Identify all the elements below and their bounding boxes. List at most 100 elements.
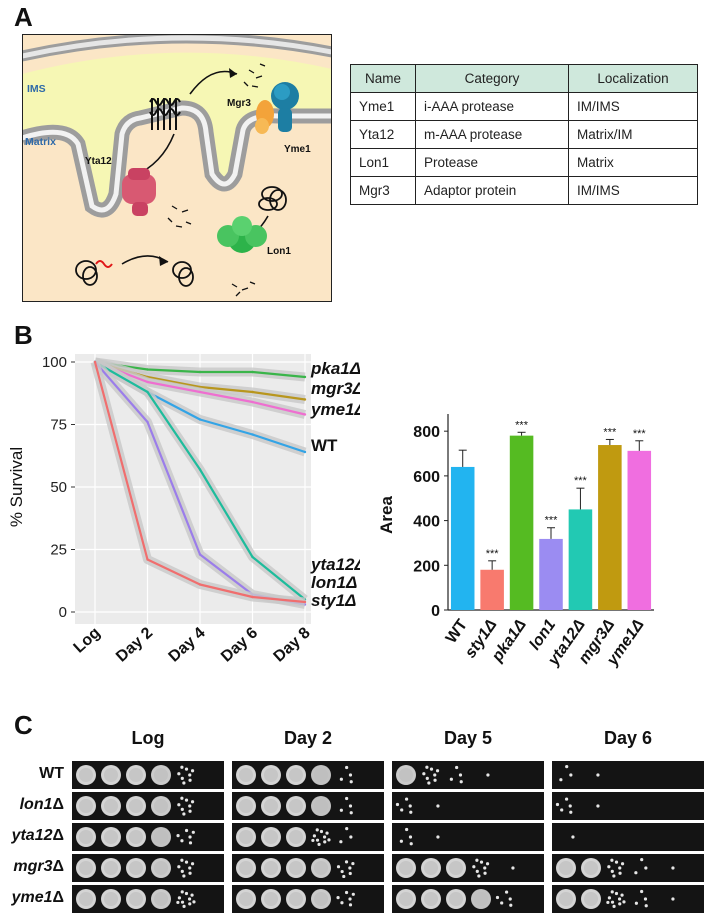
yeast-colony: [644, 904, 648, 908]
yeast-spot-core: [239, 799, 253, 813]
spot-row-image: [395, 797, 440, 814]
yeast-colony: [180, 858, 184, 862]
yeast-spot-core: [129, 830, 143, 844]
yeast-colony: [325, 831, 329, 835]
yeast-colony: [671, 897, 675, 901]
yeast-colony: [640, 858, 644, 862]
yeast-spot-core: [154, 799, 168, 813]
spot-row: [72, 854, 224, 882]
table-cell: Matrix: [568, 148, 698, 177]
yeast-spot-core: [239, 768, 253, 782]
strain-name: lon1: [19, 796, 53, 813]
yeast-colony: [559, 778, 563, 782]
y-tick-label: 400: [413, 514, 440, 531]
yeast-colony: [425, 776, 429, 781]
strain-label: yta12Δ: [8, 827, 64, 845]
spot-row: [392, 823, 544, 851]
yeast-colony: [176, 900, 180, 905]
yeast-spot-core: [289, 768, 303, 782]
yeast-colony: [479, 860, 484, 864]
yeast-spot-core: [264, 861, 278, 875]
table-header-category: Category: [415, 64, 569, 93]
yeast-colony: [425, 765, 429, 769]
yeast-spot-core: [314, 892, 328, 906]
yeast-colony: [188, 773, 192, 777]
spot-row: [392, 885, 544, 913]
yta12-label: Yta12: [85, 156, 112, 167]
yeast-colony: [190, 893, 194, 897]
yeast-colony: [486, 773, 490, 777]
spot-row: [232, 885, 384, 913]
lon1-label: Lon1: [267, 246, 291, 257]
yeast-spot-core: [314, 768, 328, 782]
deletion-symbol: Δ: [52, 796, 65, 813]
yeast-colony: [348, 897, 352, 901]
y-axis-label: Area: [377, 496, 396, 534]
yeast-colony: [509, 903, 513, 907]
panel-c-letter: C: [14, 710, 33, 740]
yeast-colony: [555, 802, 560, 807]
yeast-colony: [348, 773, 353, 777]
x-tick-label: Day 2: [113, 624, 156, 665]
yeast-colony: [180, 765, 184, 769]
yeast-spot-core: [289, 799, 303, 813]
data-point: [146, 390, 149, 394]
yeast-spot-core: [449, 861, 463, 875]
data-point: [251, 595, 254, 599]
table-header-row: Name Category Localization: [350, 64, 698, 93]
table-cell: Lon1: [350, 148, 416, 177]
yeast-spot-core: [104, 830, 118, 844]
yeast-colony: [344, 890, 349, 895]
spot-row-image: [396, 889, 513, 909]
yeast-spot-core: [289, 861, 303, 875]
table-cell: i-AAA protease: [415, 92, 569, 121]
yeast-colony: [620, 893, 624, 897]
spot-row: [72, 885, 224, 913]
y-tick-label: 200: [413, 558, 440, 575]
spot-row: [552, 792, 704, 820]
yeast-colony: [191, 830, 195, 834]
yeast-colony: [508, 897, 512, 901]
yeast-colony: [188, 841, 193, 845]
yeast-spot-core: [289, 830, 303, 844]
table-cell: IM/IMS: [568, 176, 698, 205]
legend-label: lon1Δ: [311, 573, 357, 592]
spot-row-image: [559, 765, 600, 782]
yeast-colony: [190, 862, 195, 866]
yeast-spot-core: [264, 799, 278, 813]
yeast-spot-core: [264, 830, 278, 844]
spot-row-image: [76, 765, 195, 785]
timepoint-header: Day 5: [443, 728, 493, 748]
yeast-colony: [620, 862, 625, 866]
yeast-colony: [345, 827, 349, 831]
yeast-spot-core: [239, 861, 253, 875]
data-point: [198, 468, 202, 471]
legend-label: sty1Δ: [311, 591, 356, 610]
yeast-colony: [596, 773, 600, 777]
yeast-colony: [449, 777, 453, 781]
yeast-colony: [483, 871, 487, 875]
table-header-name: Name: [350, 64, 416, 93]
spot-row: [392, 761, 544, 789]
deletion-symbol: Δ: [52, 858, 65, 875]
yeast-colony: [610, 900, 615, 904]
data-point: [146, 558, 149, 561]
yeast-colony: [618, 866, 622, 870]
yeast-colony: [459, 780, 463, 784]
yeast-colony: [618, 902, 622, 906]
data-point: [146, 368, 149, 371]
strain-label: mgr3Δ: [8, 858, 64, 876]
spot-row-image: [76, 796, 195, 816]
yeast-colony: [184, 767, 189, 771]
yeast-colony: [319, 829, 324, 834]
y-tick-label: 25: [50, 542, 67, 559]
yeast-colony: [184, 860, 189, 864]
yeast-colony: [511, 866, 515, 870]
yeast-spot-core: [239, 830, 253, 844]
table-row: Yme1 i-AAA protease IM/IMS: [350, 92, 698, 121]
spot-row: [232, 823, 384, 851]
x-tick-label: Day 6: [218, 624, 261, 665]
yeast-colony: [612, 874, 616, 878]
spot-row-image: [236, 765, 353, 785]
